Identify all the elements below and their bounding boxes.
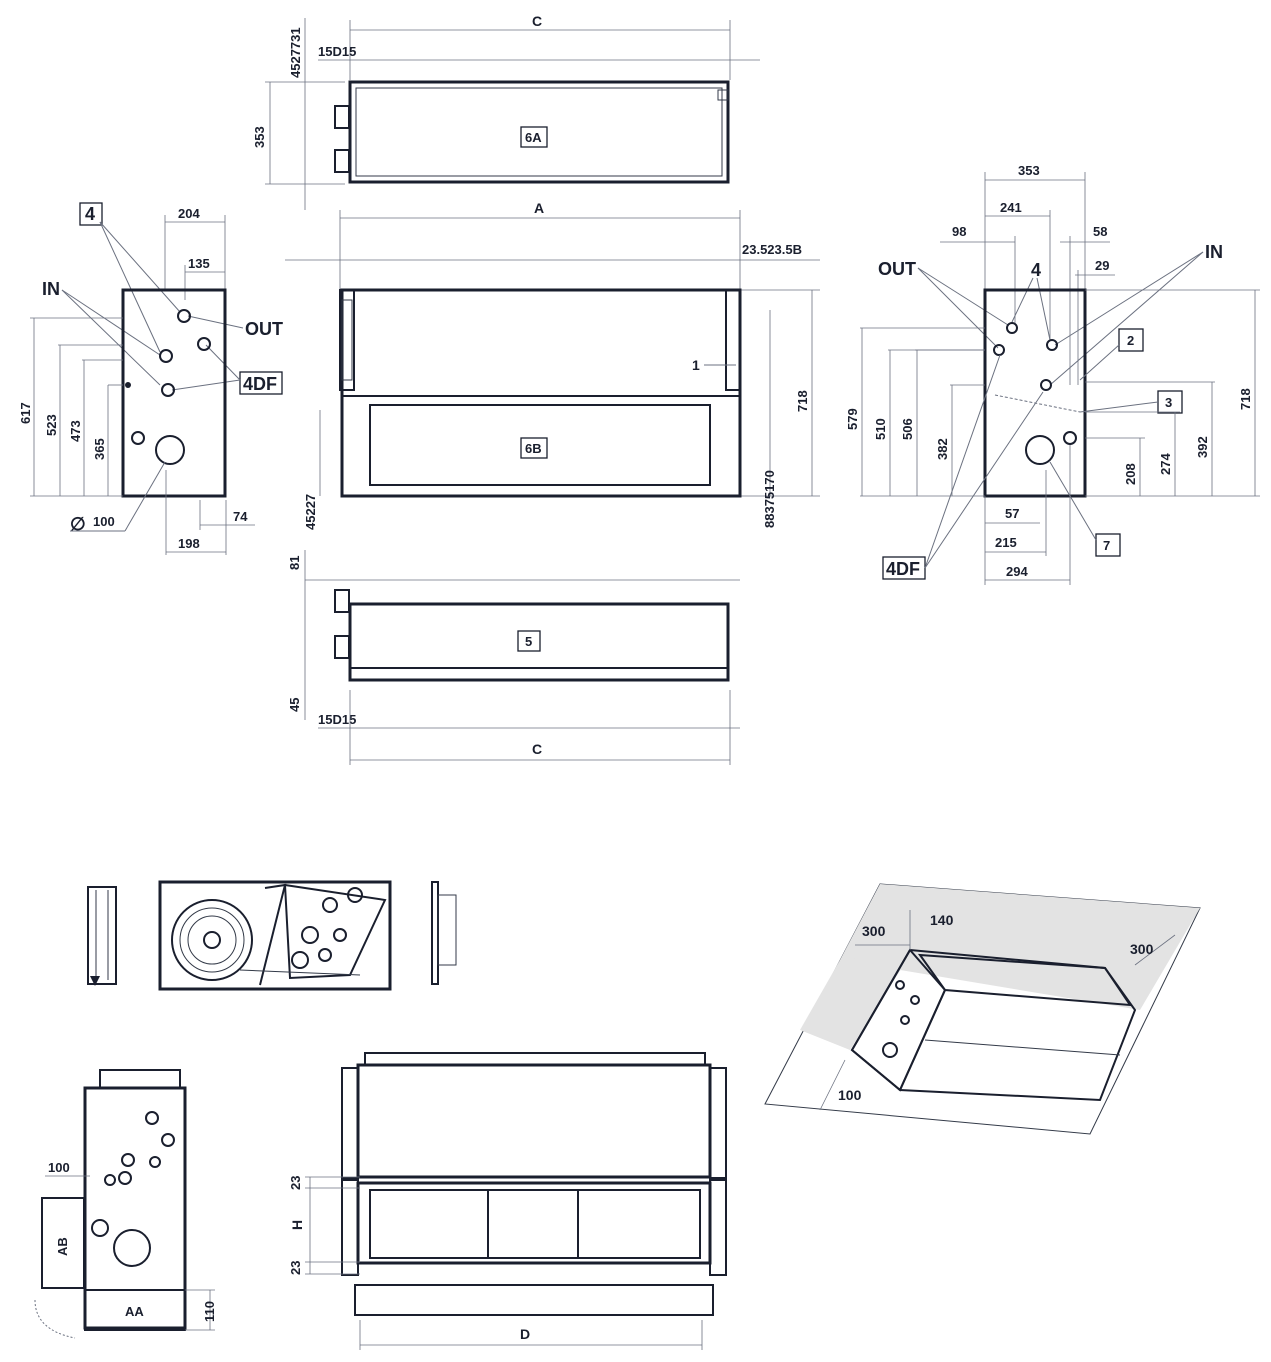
right-label-in: IN (1205, 242, 1223, 262)
top-dim-15d15: 15D15 (318, 44, 356, 59)
small-end-view-right (431, 881, 457, 985)
bottom-dim-45: 45 (287, 698, 302, 712)
left-dim-617: 617 (18, 402, 33, 424)
right-tag-2-label: 2 (1127, 333, 1134, 348)
tag-6a (520, 126, 548, 148)
bottom-dim-c: C (532, 741, 542, 757)
small-end-view-left (87, 886, 117, 986)
left-dim-135: 135 (188, 256, 210, 271)
left-tag-4df-label: 4DF (243, 374, 277, 394)
tag-5 (517, 630, 541, 652)
right-dim-294: 294 (1006, 564, 1028, 579)
access-label-ab: AB (55, 1237, 70, 1256)
right-label-4: 4 (1031, 260, 1041, 280)
right-tag-7-label: 7 (1103, 538, 1110, 553)
right-dim-506: 506 (900, 418, 915, 440)
left-dim-204: 204 (178, 206, 200, 221)
small-internal-view (158, 880, 392, 991)
left-dia-symbol: ∅ (70, 514, 86, 534)
right-dim-208: 208 (1123, 463, 1138, 485)
iso-dim-300-right: 300 (1130, 941, 1154, 957)
left-dim-365: 365 (92, 438, 107, 460)
iso-dim-100: 100 (838, 1087, 862, 1103)
iso-view: 300 140 300 100 (764, 883, 1201, 1135)
bottom-dim-81: 81 (287, 556, 302, 570)
right-view: 353 241 98 58 29 OUT 4 IN 2 3 (845, 163, 1260, 585)
top-dim-c: C (532, 13, 542, 29)
front-dim-718: 718 (795, 390, 810, 412)
front-dim-a: A (534, 200, 544, 216)
top-dim-4527731: 4527731 (288, 27, 303, 78)
callout-1: 1 (692, 357, 700, 373)
left-label-in: IN (42, 279, 60, 299)
front-access-dim-h: H (289, 1220, 305, 1230)
iso-dim-300-left: 300 (862, 923, 886, 939)
right-dim-392: 392 (1195, 436, 1210, 458)
front-view: A 23.523.5B 718 88375170 45227 1 6B (285, 200, 820, 530)
right-dim-57: 57 (1005, 506, 1019, 521)
iso-dim-140: 140 (930, 912, 954, 928)
tag-6a-label: 6A (525, 130, 542, 145)
side-access-view: 100 AB AA 110 (34, 1069, 217, 1339)
access-dim-110: 110 (202, 1301, 217, 1322)
right-dim-579: 579 (845, 408, 860, 430)
right-dim-382: 382 (935, 438, 950, 460)
right-dim-98: 98 (952, 224, 966, 239)
front-dim-88375170: 88375170 (762, 470, 777, 528)
right-dim-215: 215 (995, 535, 1017, 550)
right-tag-4df-label: 4DF (886, 559, 920, 579)
right-tag-7 (1095, 533, 1121, 557)
tag-5-label: 5 (525, 634, 532, 649)
right-tag-3-label: 3 (1165, 395, 1172, 410)
left-tag-4df (239, 371, 283, 395)
left-dim-74: 74 (233, 509, 248, 524)
front-access-dim-d: D (520, 1326, 530, 1342)
left-tag-4-label: 4 (85, 204, 95, 224)
right-tag-2 (1118, 328, 1144, 352)
tag-6b-label: 6B (525, 441, 542, 456)
left-dim-523: 523 (44, 414, 59, 436)
right-dim-274: 274 (1158, 453, 1173, 475)
front-dim-45227: 45227 (303, 494, 318, 530)
access-dim-100: 100 (48, 1160, 70, 1175)
right-dim-718: 718 (1238, 388, 1253, 410)
bottom-dim-15d15: 15D15 (318, 712, 356, 727)
right-dim-29: 29 (1095, 258, 1109, 273)
front-access-dim-23-bottom: 23 (288, 1261, 303, 1275)
right-dim-510: 510 (873, 418, 888, 440)
tag-6b (520, 437, 548, 459)
top-view: C 4527731 15D15 353 6A (252, 13, 760, 210)
left-dim-473: 473 (68, 420, 83, 442)
right-dim-58: 58 (1093, 224, 1107, 239)
front-dim-23-5b: 23.523.5B (742, 242, 802, 257)
bottom-view: 81 45 5 15D15 C (287, 550, 740, 765)
left-view: 4 IN OUT 4DF 204 135 617 523 (18, 202, 283, 555)
right-dim-241: 241 (1000, 200, 1022, 215)
right-dim-353: 353 (1018, 163, 1040, 178)
left-tag-4 (79, 202, 103, 226)
left-dim-198: 198 (178, 536, 200, 551)
access-label-aa: AA (125, 1304, 144, 1319)
right-label-out: OUT (878, 259, 916, 279)
front-access-view: 23 H 23 D (288, 1052, 727, 1350)
left-label-out: OUT (245, 319, 283, 339)
top-dim-353: 353 (252, 126, 267, 148)
left-dia-100: 100 (93, 514, 115, 529)
front-access-dim-23-top: 23 (288, 1176, 303, 1190)
